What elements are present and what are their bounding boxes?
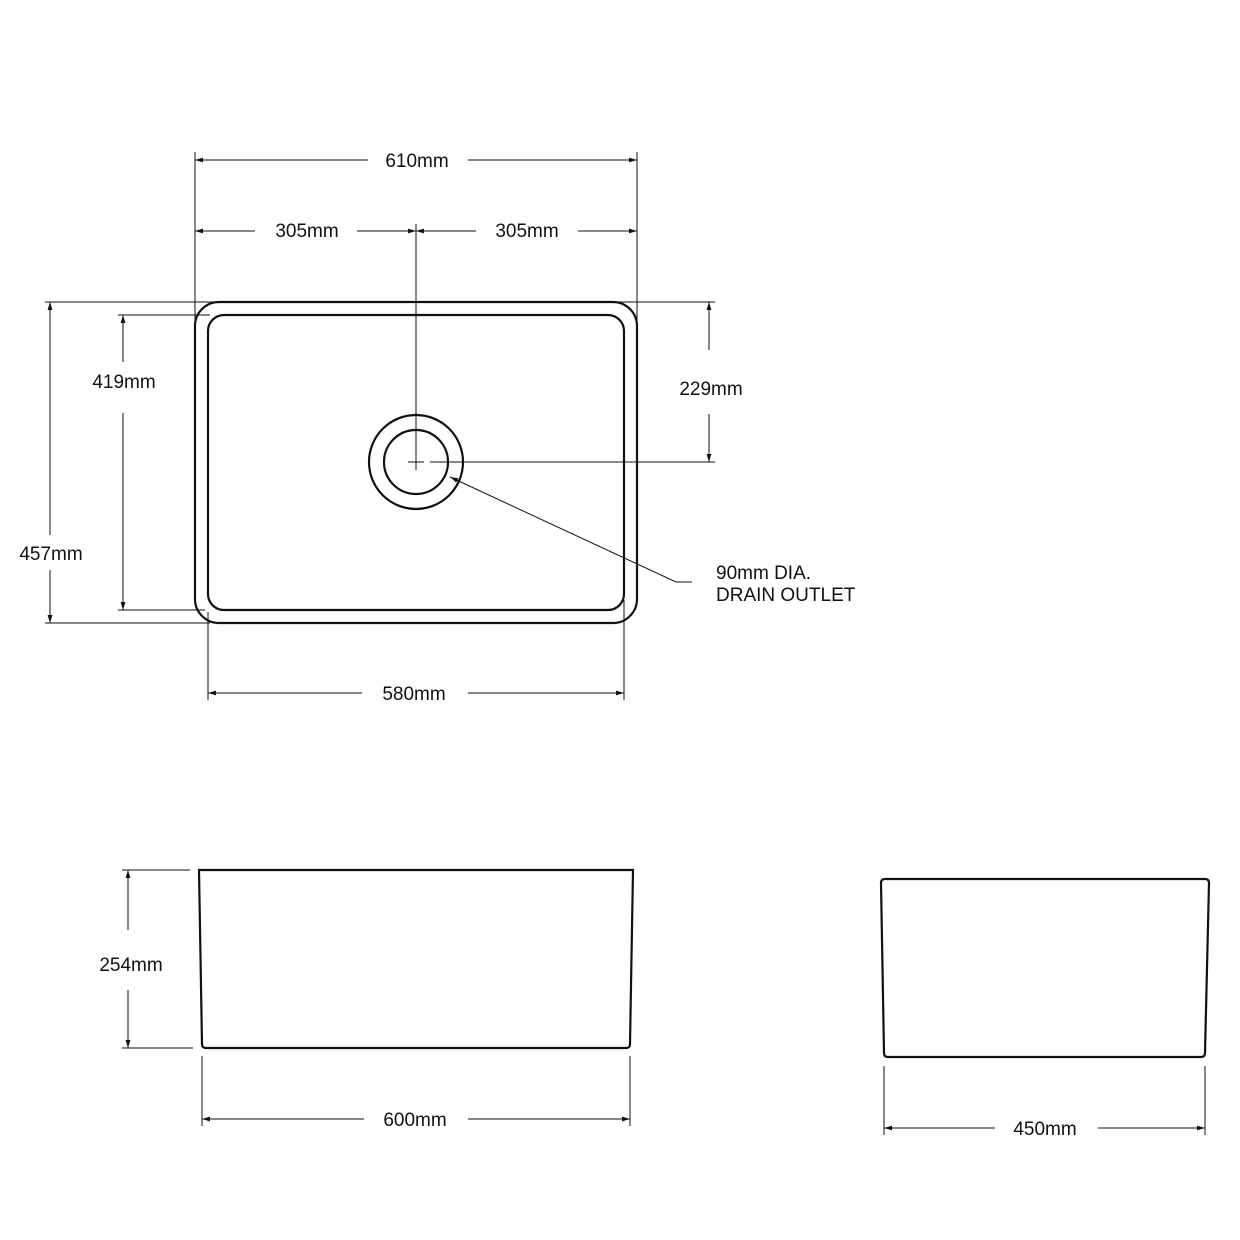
side-view: 450mm — [879, 877, 1211, 1140]
side-view-outline — [879, 877, 1211, 1059]
front-view: 254mm 600mm — [99, 868, 635, 1131]
dim-overall-width: 610mm — [385, 151, 448, 172]
plan-view: 610mm 305mm 305mm 457mm 419mm 229mm 90mm… — [19, 151, 855, 705]
dim-side-width: 450mm — [1013, 1119, 1076, 1140]
dim-drain-offset: 229mm — [679, 379, 742, 400]
dim-half-width-right: 305mm — [495, 221, 558, 242]
drain-label-line1: 90mm DIA. — [716, 563, 811, 584]
drain-label-line2: DRAIN OUTLET — [716, 585, 856, 606]
dim-inner-width: 580mm — [382, 684, 445, 705]
front-view-outline — [197, 868, 635, 1050]
dim-inner-depth: 419mm — [92, 372, 155, 393]
dim-height: 254mm — [99, 955, 162, 976]
dim-overall-depth: 457mm — [19, 544, 82, 565]
dim-front-width: 600mm — [383, 1110, 446, 1131]
dim-half-width-left: 305mm — [275, 221, 338, 242]
drain-leader-line — [449, 476, 692, 583]
